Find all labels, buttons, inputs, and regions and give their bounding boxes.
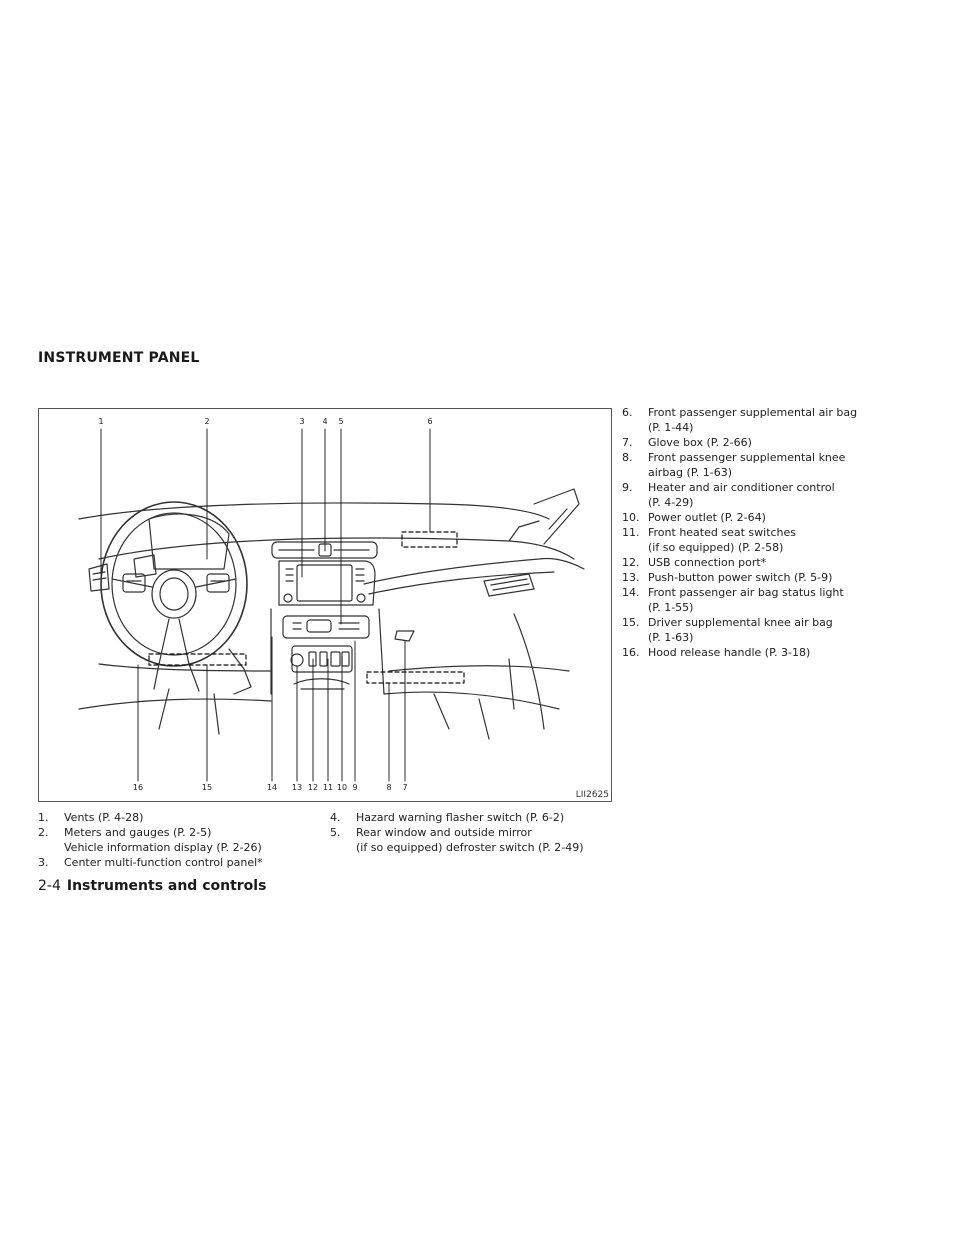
callout-15: 15 [201, 783, 213, 792]
item-continuation: (P. 1-44) [648, 421, 694, 434]
list-item: 4. Hazard warning flasher switch (P. 6-2… [330, 810, 584, 825]
item-number: 3. [38, 856, 49, 869]
list-item: 16. Hood release handle (P. 3-18) [622, 645, 857, 660]
passenger-knee-airbag-dashed-box [366, 671, 465, 684]
item-text: Front heated seat switches [648, 526, 797, 539]
list-item: 3. Center multi-function control panel* [38, 855, 263, 870]
item-number: 4. [330, 811, 341, 824]
item-text: Front passenger air bag status light [648, 586, 844, 599]
item-number: 15. [622, 616, 640, 629]
item-continuation: (if so equipped) (P. 2-58) [648, 541, 784, 554]
item-continuation: Vehicle information display (P. 2-26) [64, 841, 262, 854]
item-continuation: (P. 1-63) [648, 631, 694, 644]
list-item: 11. Front heated seat switches [622, 525, 857, 540]
section-title: INSTRUMENT PANEL [38, 350, 200, 366]
item-number: 9. [622, 481, 633, 494]
item-number: 13. [622, 571, 640, 584]
callout-14: 14 [266, 783, 278, 792]
list-item: 2. Meters and gauges (P. 2-5) [38, 825, 263, 840]
callout-12: 12 [307, 783, 319, 792]
callout-2: 2 [204, 417, 210, 426]
callout-10: 10 [336, 783, 348, 792]
callout-11: 11 [322, 783, 334, 792]
callout-6: 6 [427, 417, 433, 426]
item-continuation: airbag (P. 1-63) [648, 466, 732, 479]
item-text: Power outlet (P. 2-64) [648, 511, 766, 524]
callout-5: 5 [338, 417, 344, 426]
list-item: 8. Front passenger supplemental knee [622, 450, 857, 465]
figure-id: LII2625 [575, 790, 609, 800]
legend-list-middle: 4. Hazard warning flasher switch (P. 6-2… [330, 810, 584, 855]
item-number: 1. [38, 811, 49, 824]
list-item: 14. Front passenger air bag status light [622, 585, 857, 600]
callout-1: 1 [98, 417, 104, 426]
item-continuation: (P. 1-55) [648, 601, 694, 614]
callout-7: 7 [402, 783, 408, 792]
list-item: 6. Front passenger supplemental air bag [622, 405, 857, 420]
item-number: 14. [622, 586, 640, 599]
page-number: 2-4 [38, 878, 61, 894]
instrument-panel-figure: 1 2 3 4 5 6 16 15 14 13 12 11 10 9 8 7 L… [38, 408, 612, 802]
callout-8: 8 [386, 783, 392, 792]
list-item: 1. Vents (P. 4-28) [38, 810, 263, 825]
item-number: 12. [622, 556, 640, 569]
legend-list-left: 1. Vents (P. 4-28) 2. Meters and gauges … [38, 810, 263, 870]
item-text: Glove box (P. 2-66) [648, 436, 752, 449]
item-number: 8. [622, 451, 633, 464]
item-text: USB connection port* [648, 556, 767, 569]
list-item: 12. USB connection port* [622, 555, 857, 570]
list-item: 7. Glove box (P. 2-66) [622, 435, 857, 450]
callout-3: 3 [299, 417, 305, 426]
list-item: 13. Push-button power switch (P. 5-9) [622, 570, 857, 585]
item-number: 7. [622, 436, 633, 449]
list-item: 10. Power outlet (P. 2-64) [622, 510, 857, 525]
item-text: Front passenger supplemental knee [648, 451, 846, 464]
legend-list-right: 6. Front passenger supplemental air bag … [622, 405, 857, 660]
instrument-panel-illustration [78, 428, 585, 782]
item-continuation: (P. 4-29) [648, 496, 694, 509]
item-number: 2. [38, 826, 49, 839]
item-text: Center multi-function control panel* [64, 856, 263, 869]
callout-9: 9 [352, 783, 358, 792]
item-number: 5. [330, 826, 341, 839]
passenger-airbag-dashed-box [401, 531, 458, 548]
chapter-title: Instruments and controls [66, 878, 267, 894]
callout-16: 16 [132, 783, 144, 792]
item-number: 10. [622, 511, 640, 524]
item-continuation: (if so equipped) defroster switch (P. 2-… [356, 841, 584, 854]
item-text: Vents (P. 4-28) [64, 811, 144, 824]
callout-13: 13 [291, 783, 303, 792]
item-number: 6. [622, 406, 633, 419]
callout-4: 4 [322, 417, 328, 426]
item-text: Rear window and outside mirror [356, 826, 532, 839]
list-item: 5. Rear window and outside mirror [330, 825, 584, 840]
item-text: Meters and gauges (P. 2-5) [64, 826, 212, 839]
item-text: Driver supplemental knee air bag [648, 616, 833, 629]
item-number: 16. [622, 646, 640, 659]
page-footer: 2-4 Instruments and controls [38, 878, 266, 894]
list-item: 9. Heater and air conditioner control [622, 480, 857, 495]
item-text: Heater and air conditioner control [648, 481, 835, 494]
item-text: Hazard warning flasher switch (P. 6-2) [356, 811, 565, 824]
item-text: Hood release handle (P. 3-18) [648, 646, 811, 659]
item-text: Front passenger supplemental air bag [648, 406, 858, 419]
knee-airbag-dashed-box [148, 653, 247, 666]
item-number: 11. [622, 526, 640, 539]
item-text: Push-button power switch (P. 5-9) [648, 571, 833, 584]
list-item: 15. Driver supplemental knee air bag [622, 615, 857, 630]
